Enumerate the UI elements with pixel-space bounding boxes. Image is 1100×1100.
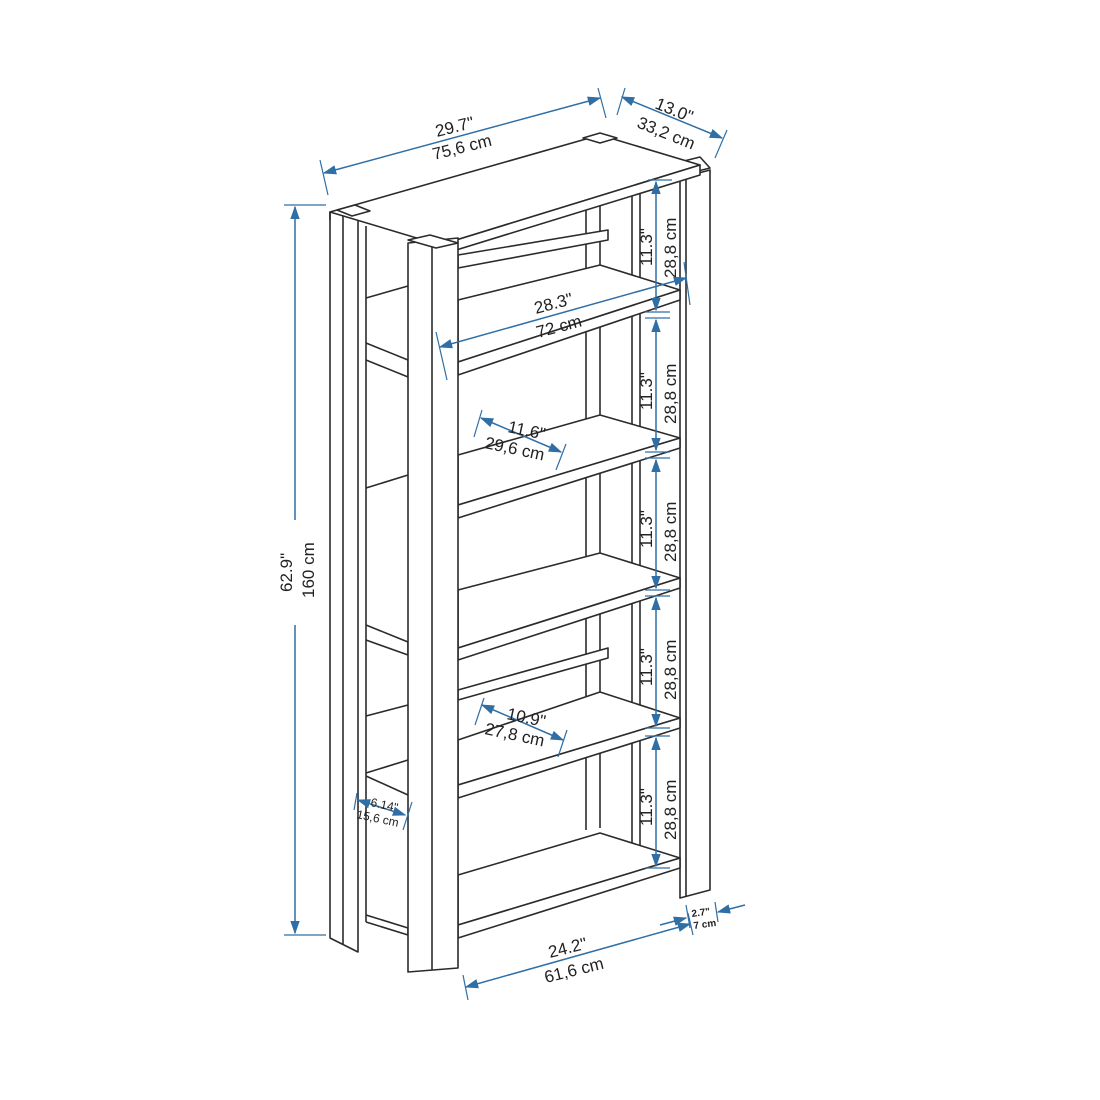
- svg-text:11.3": 11.3": [637, 648, 656, 686]
- front-left-post: [407, 237, 459, 973]
- shelf-spacing-3: 11.3" 28,8 cm: [637, 457, 680, 591]
- shelf-spacing-5: 11.3" 28,8 cm: [637, 735, 680, 869]
- bookshelf-drawing: [329, 132, 711, 973]
- svg-text:28,8 cm: 28,8 cm: [661, 218, 680, 278]
- side-opening-in: 6.14": [369, 795, 399, 814]
- svg-text:28,8 cm: 28,8 cm: [661, 502, 680, 562]
- overall-height-cm: 160 cm: [299, 542, 318, 598]
- shelf-spacing-4: 11.3" 28,8 cm: [637, 595, 680, 729]
- back-left-post: [329, 205, 359, 953]
- side-shelves: [365, 226, 409, 936]
- overall-height-in: 62.9": [277, 553, 296, 592]
- dim-side-opening: 6.14" 15,6 cm: [353, 792, 413, 831]
- dim-leg-width: 2.7" 7 cm: [659, 901, 746, 932]
- shelf-spacing-2: 11.3" 28,8 cm: [637, 317, 680, 453]
- shelves: [457, 229, 681, 939]
- svg-text:28,8 cm: 28,8 cm: [661, 780, 680, 840]
- leg-width-in: 2.7": [691, 906, 711, 920]
- back-right-post: [679, 169, 711, 899]
- svg-text:11.3": 11.3": [637, 510, 656, 548]
- shelf-spacing-1: 11.3" 28,8 cm: [637, 179, 680, 313]
- dim-shelf-spacing: 11.3" 28,8 cm 11.3" 28,8 cm 11.3" 28,8 c…: [637, 179, 680, 869]
- svg-text:11.3": 11.3": [637, 788, 656, 826]
- svg-text:11.3": 11.3": [637, 372, 656, 410]
- leg-width-cm: 7 cm: [693, 918, 717, 932]
- svg-text:28,8 cm: 28,8 cm: [661, 640, 680, 700]
- svg-text:11.3": 11.3": [637, 228, 656, 266]
- dim-upper-shelf-depth: 11.6" 29,6 cm: [473, 409, 567, 471]
- dim-overall-height: 62.9" 160 cm: [276, 204, 326, 936]
- svg-text:28,8 cm: 28,8 cm: [661, 364, 680, 424]
